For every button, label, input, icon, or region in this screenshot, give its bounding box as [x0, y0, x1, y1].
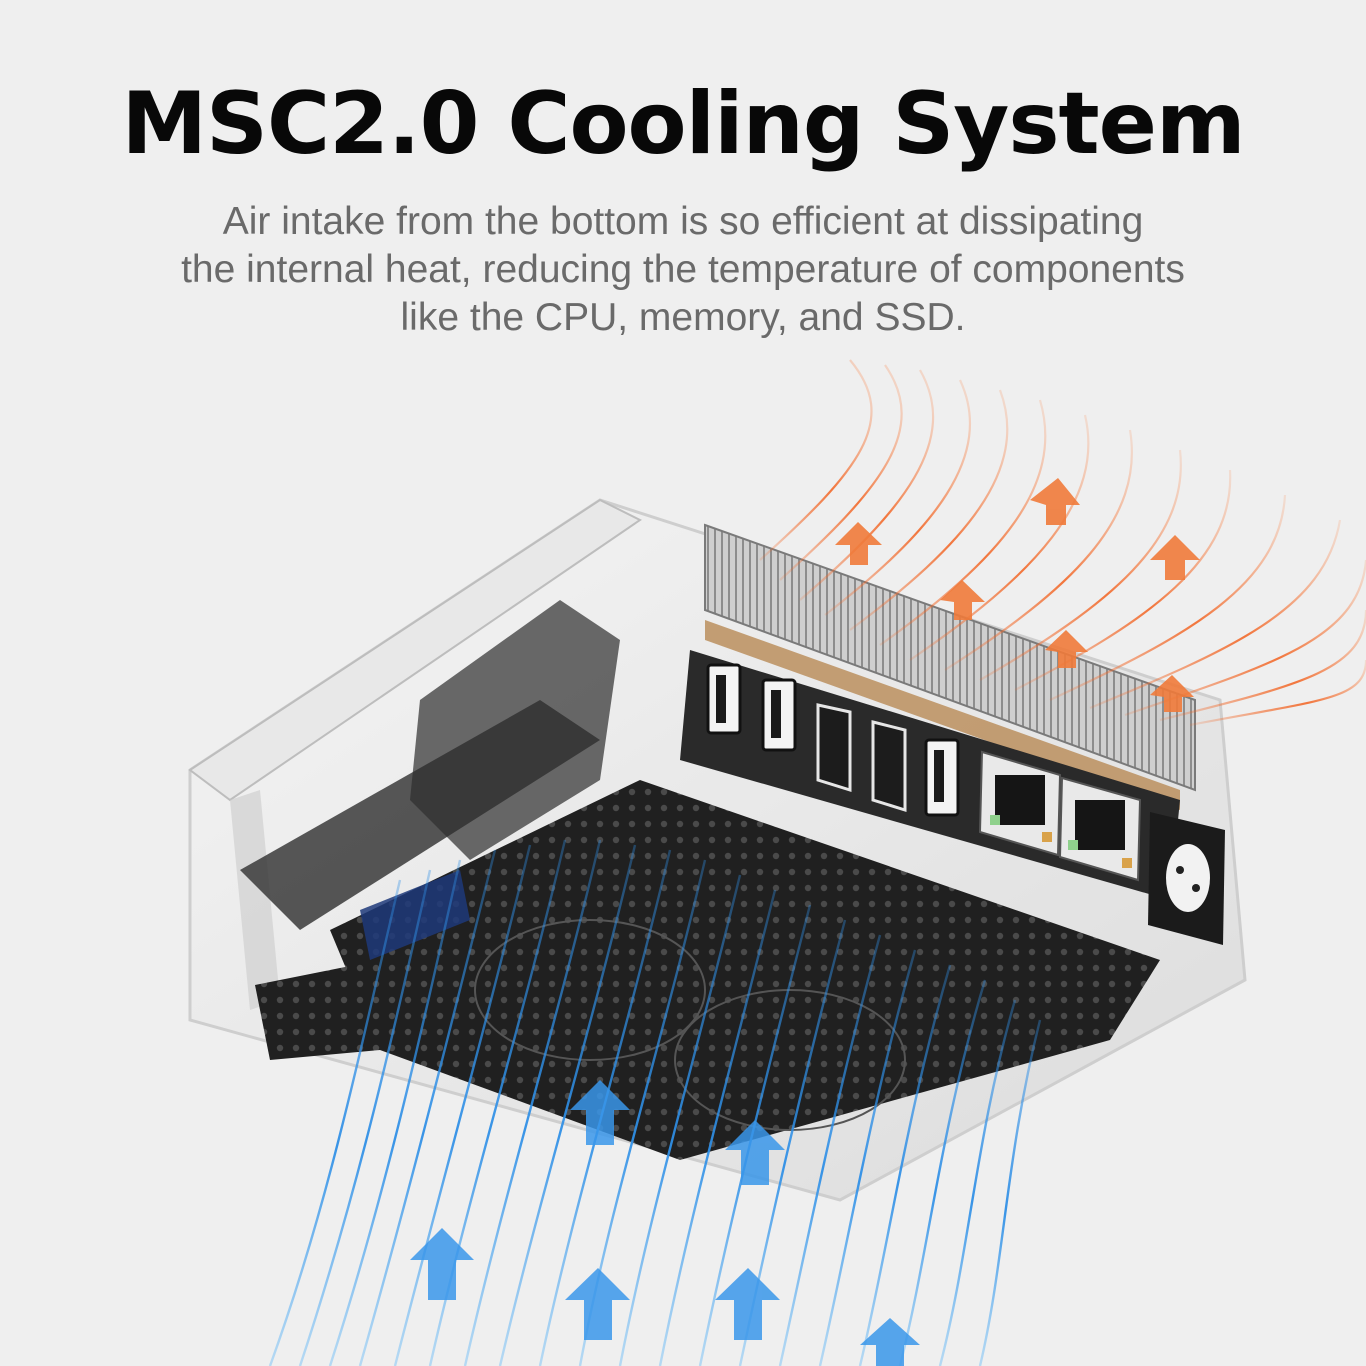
ethernet-port-icon — [1058, 776, 1142, 882]
feature-description: Air intake from the bottom is so efficie… — [120, 198, 1246, 342]
description-line-1: Air intake from the bottom is so efficie… — [222, 200, 1144, 243]
internal-fan — [240, 600, 620, 930]
hdmi-port-icon — [816, 703, 852, 793]
power-socket-icon — [1148, 812, 1225, 945]
motherboard-bottom — [255, 780, 1160, 1160]
ethernet-port-icon — [978, 750, 1062, 857]
hdmi-port-icon — [871, 720, 907, 813]
usb-port-icon — [924, 738, 960, 817]
description-line-2: the internal heat, reducing the temperat… — [181, 248, 1185, 291]
cool-air-arrow-icon — [410, 1080, 920, 1366]
feature-headline: MSC2.0 Cooling System — [121, 74, 1245, 174]
usb-port-icon — [761, 678, 797, 752]
hot-air-arrow-icon — [835, 478, 1200, 712]
rear-port-panel — [680, 650, 1225, 945]
cool-air-flow — [268, 839, 1042, 1366]
usb-port-icon — [706, 663, 742, 735]
description-line-3: like the CPU, memory, and SSD. — [400, 296, 966, 339]
heatsink — [704, 523, 1196, 810]
